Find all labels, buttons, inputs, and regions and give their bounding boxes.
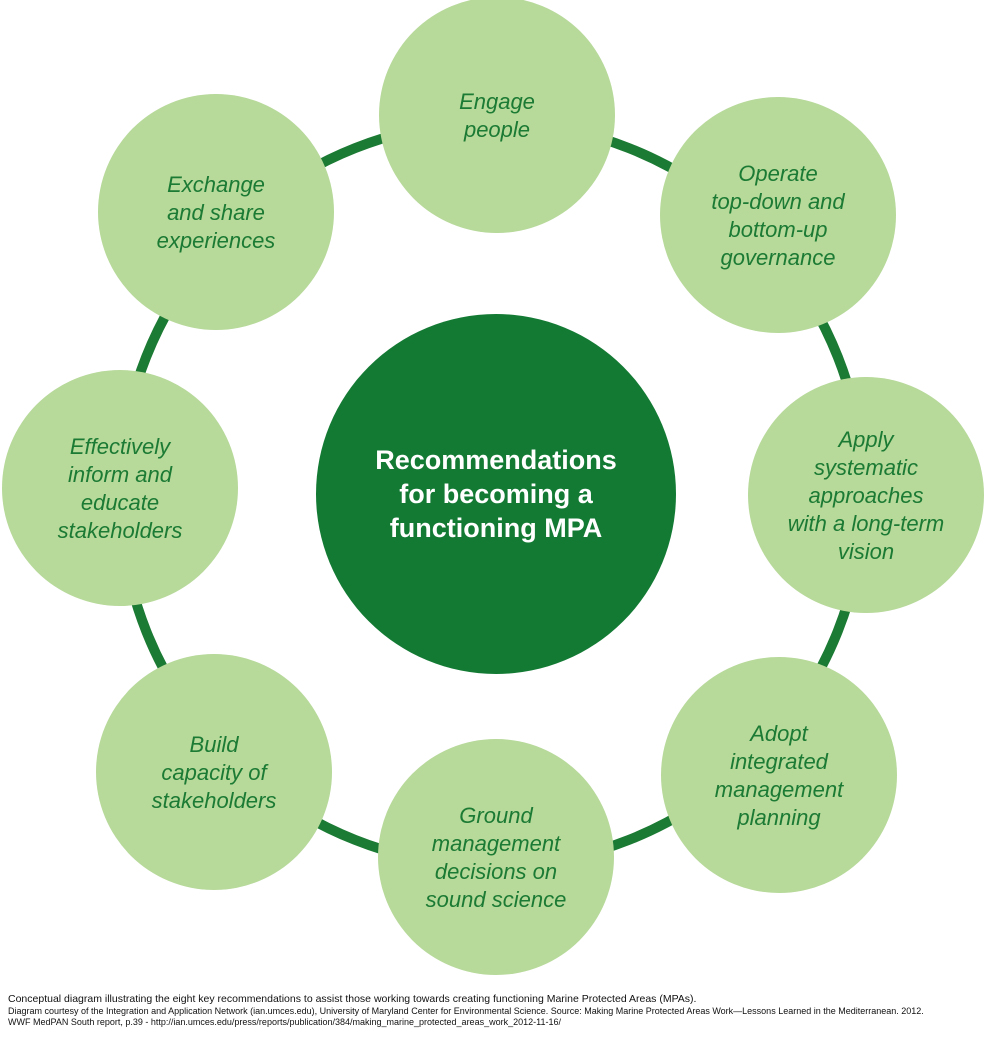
node-exchange-share: Exchange and share experiences (98, 94, 334, 330)
node-circle (2, 370, 238, 606)
node-adopt-integrated: Adopt integrated management planning (661, 657, 897, 893)
node-label: Exchange and share experiences (157, 172, 276, 253)
node-label: Effectively inform and educate stakeholders (58, 434, 183, 543)
node-label-line: experiences (157, 228, 276, 253)
node-apply-systematic: Apply systematic approaches with a long-ter… (748, 377, 984, 613)
node-label-line: inform and (68, 462, 173, 487)
caption-description: Conceptual diagram illustrating the eigh… (8, 993, 697, 1005)
caption: Conceptual diagram illustrating the eigh… (8, 993, 993, 1028)
node-circle (96, 654, 332, 890)
node-build-capacity: Build capacity of stakeholders (96, 654, 332, 890)
node-label-line: management (432, 831, 561, 856)
node-operate-governance: Operate top-down and bottom-up governance (660, 97, 896, 333)
caption-credit: Diagram courtesy of the Integration and … (8, 1006, 924, 1016)
node-label-line: Exchange (167, 172, 265, 197)
node-label-line: educate (81, 490, 159, 515)
node-label-line: Apply (836, 427, 895, 452)
center-label-line: for becoming a (399, 479, 594, 509)
node-label-line: stakeholders (58, 518, 183, 543)
node-label-line: Effectively (70, 434, 172, 459)
node-label: Ground management decisions on sound scienc… (426, 803, 567, 912)
node-label-line: top-down and (711, 189, 845, 214)
node-label-line: capacity of (161, 760, 269, 785)
node-label-line: vision (838, 539, 894, 564)
node-label-line: approaches (809, 483, 924, 508)
node-label-line: management (715, 777, 844, 802)
node-label: Apply systematic approaches with a long-ter… (788, 427, 945, 564)
node-circle (748, 377, 984, 613)
node-label-line: Operate (738, 161, 818, 186)
node-circle (379, 0, 615, 233)
node-circle (378, 739, 614, 975)
caption-source: WWF MedPAN South report, p.39 - http://i… (8, 1017, 561, 1027)
node-label-line: stakeholders (152, 788, 277, 813)
node-effectively-inform: Effectively inform and educate stakeholders (2, 370, 238, 606)
center-label-line: functioning MPA (390, 513, 602, 543)
node-label-line: Ground (459, 803, 533, 828)
node-ground-management: Ground management decisions on sound scienc… (378, 739, 614, 975)
center-label: Recommendations for becoming a functioning… (375, 445, 617, 543)
node-label: Adopt integrated management planning (715, 721, 844, 830)
node-label-line: Adopt (748, 721, 808, 746)
node-label-line: bottom-up (728, 217, 827, 242)
node-label-line: planning (736, 805, 821, 830)
node-label-line: people (463, 117, 530, 142)
node-engage-people: Engage people (379, 0, 615, 233)
center-circle (316, 314, 676, 674)
node-label-line: integrated (730, 749, 829, 774)
node-label-line: systematic (814, 455, 918, 480)
node-label-line: decisions on (435, 859, 557, 884)
node-label-line: Build (190, 732, 240, 757)
node-label-line: and share (167, 200, 265, 225)
node-circle (661, 657, 897, 893)
node-label: Operate top-down and bottom-up governance (711, 161, 845, 270)
center-label-line: Recommendations (375, 445, 617, 475)
node-label: Build capacity of stakeholders (152, 732, 277, 813)
node-circle (98, 94, 334, 330)
node-circle (660, 97, 896, 333)
node-label-line: governance (721, 245, 836, 270)
node-label-line: with a long-term (788, 511, 945, 536)
node-label-line: sound science (426, 887, 567, 912)
node-label-line: Engage (459, 89, 535, 114)
node-label: Engage people (459, 89, 535, 142)
